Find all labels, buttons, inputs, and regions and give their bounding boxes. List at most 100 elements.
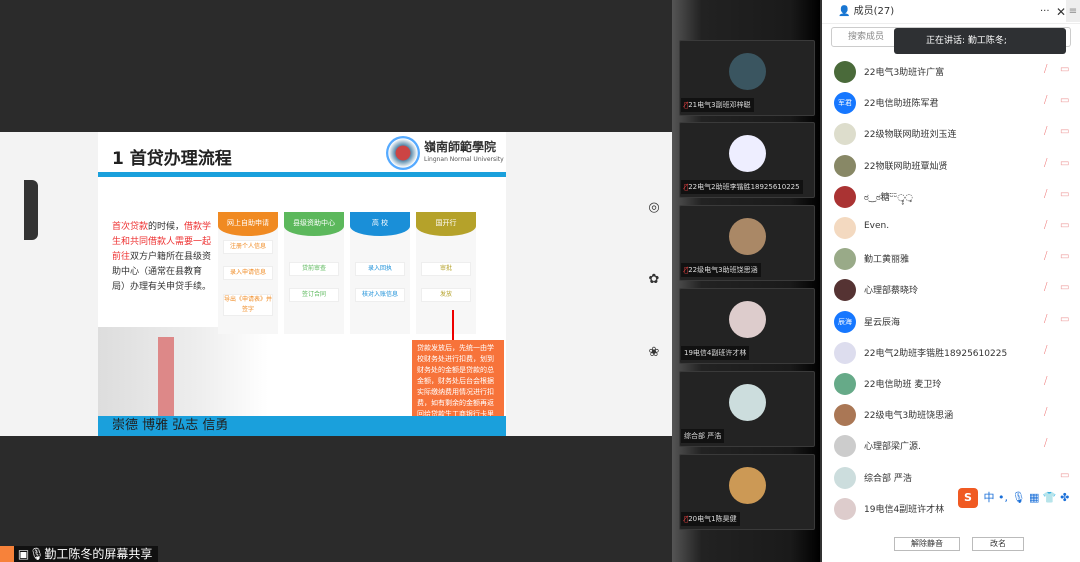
camera-off-icon[interactable]: ▭ [1060, 95, 1070, 107]
mic-muted-icon[interactable]: ⧸ [1044, 313, 1048, 325]
member-item[interactable]: 22电气3助班许广富⧸▭ [834, 58, 1074, 86]
flow-step: 录入回执 [355, 262, 405, 276]
member-name: 心理部梁广源. [864, 442, 921, 453]
campus-tower [158, 337, 174, 417]
mic-muted-icon[interactable]: ⧸ [1044, 438, 1048, 450]
member-item[interactable]: 22物联网助班覃灿贤 ⧸ ▭ [834, 152, 1074, 180]
member-name: 勤工黄丽雅 [864, 255, 910, 266]
video-name: 19电信4副班许才林 [681, 346, 750, 360]
speaking-toast: 正在讲话: 勤工陈冬; [894, 28, 1066, 54]
mic-muted-icon[interactable]: ⧸ [1044, 188, 1048, 200]
member-item[interactable]: 22电气2助班李锴胜18925610225 ⧸ [834, 339, 1074, 367]
screen-share-stage: ◎ ✿ ❀ 1 首贷办理流程 嶺南師範學院 Lingnan Normal Uni… [0, 132, 672, 562]
close-icon[interactable]: ✕ [1056, 5, 1067, 19]
video-tile[interactable]: 综合部 严浩 [679, 371, 815, 447]
campus-photo [98, 327, 268, 417]
mic-icon[interactable]: 🎙 [1011, 491, 1026, 504]
video-tile[interactable]: 19电信4副班许才林 [679, 288, 815, 364]
mic-muted-icon[interactable]: ⧸ [1044, 376, 1048, 387]
member-name: 22级物联网助班刘玉连 [864, 130, 957, 141]
camera-off-icon[interactable]: ▭ [1060, 313, 1070, 325]
flow-column: 县级资助中心贷前审查签订合同 [284, 212, 344, 334]
avatar [834, 123, 856, 146]
settings-icon[interactable]: ❀ [648, 345, 660, 360]
rename-button[interactable]: 改名 [972, 537, 1024, 551]
sogou-logo: S [958, 488, 978, 508]
member-item[interactable]: 22级电气3助班饶思涵 ⧸ [834, 401, 1074, 429]
apps-icon[interactable]: ✤ [1060, 491, 1070, 504]
compass-icon[interactable]: ◎ [648, 200, 660, 215]
camera-off-icon[interactable]: ▭ [1060, 188, 1070, 200]
video-tile[interactable]: 🎙̸20电气1陈昊健 [679, 454, 815, 530]
more-icon[interactable]: ··· [1040, 6, 1050, 17]
camera-off-icon[interactable]: ▭ [1060, 469, 1070, 481]
camera-off-icon[interactable]: ▭ [1060, 220, 1070, 231]
member-item[interactable]: 综合部 严浩 ▭ [834, 464, 1074, 492]
member-name: 22级电气3助班饶思涵 [864, 411, 954, 422]
ime-lang[interactable]: 中 [983, 491, 995, 504]
mic-muted-icon[interactable]: ⧸ [1044, 251, 1048, 263]
mic-muted-icon[interactable]: ⧸ [1044, 95, 1048, 107]
panel-header: 👤 成员(27) ··· ✕ ≡ [822, 0, 1080, 24]
collapse-handle[interactable] [24, 180, 38, 240]
member-item[interactable]: 19电信4副班许才林 [834, 495, 1074, 523]
skin-icon[interactable]: 👕 [1042, 491, 1057, 504]
flow-step: 签订合同 [289, 288, 339, 302]
avatar [834, 185, 856, 208]
camera-off-icon[interactable]: ▭ [1060, 251, 1070, 263]
mic-muted-icon[interactable]: ⧸ [1044, 220, 1048, 231]
member-item[interactable]: ಠ‿ಠ糖ᵕ̈ᵕ̈◌̥̥◌̥⧸▭ [834, 183, 1074, 211]
mic-muted-icon: 🎙̸ [684, 266, 689, 274]
camera-off-icon[interactable]: ▭ [1060, 157, 1070, 169]
arrow [452, 310, 454, 340]
video-tile[interactable]: 🎙̸22电气2助班李锴胜18925610225 [679, 122, 815, 198]
member-item[interactable]: 22级物联网助班刘玉连 ⧸ ▭ [834, 120, 1074, 148]
video-name-label: 22电气2助班李锴胜18925610225 [688, 183, 800, 191]
logo-chinese: 嶺南師範學院 [424, 140, 497, 154]
avatar [729, 135, 766, 172]
camera-off-icon[interactable]: ▭ [1060, 126, 1070, 138]
unmute-button[interactable]: 解除静音 [894, 537, 960, 551]
member-item[interactable]: 辰海星云辰海⧸▭ [834, 308, 1074, 336]
slide-divider [98, 172, 506, 177]
mic-muted-icon[interactable]: ⧸ [1044, 407, 1048, 419]
share-indicator: ▣🎙勤工陈冬的屏幕共享 [0, 546, 159, 562]
member-name: 22物联网助班覃灿贤 [864, 161, 948, 172]
member-item[interactable]: Even.⧸▭ [834, 214, 1074, 242]
video-tile[interactable]: 🎙̸22级电气3助班饶思涵 [679, 205, 815, 281]
member-name: 星云辰海 [864, 317, 901, 328]
member-item[interactable]: 心理部蔡晓玲⧸▭ [834, 276, 1074, 304]
avatar [729, 301, 766, 338]
screen-mic-icon: ▣🎙 [17, 547, 45, 561]
mic-muted-icon[interactable]: ⧸ [1044, 344, 1048, 356]
member-item[interactable]: 心理部梁广源. ⧸ [834, 432, 1074, 460]
mic-muted-icon[interactable]: ⧸ [1044, 64, 1048, 75]
avatar [834, 248, 856, 271]
avatar [729, 467, 766, 504]
keyboard-icon[interactable]: ▦ [1028, 491, 1040, 504]
member-item[interactable]: 22电信助班 麦卫玲⧸ [834, 370, 1074, 398]
video-name-label: 22级电气3助班饶思涵 [688, 266, 758, 274]
video-name-label: 20电气1陈昊健 [688, 515, 737, 523]
video-tile[interactable]: 🎙̸21电气3副班邓梓聪 [679, 40, 815, 116]
ime-punct[interactable]: •, [998, 491, 1008, 504]
flow-column-head: 高 校 [350, 212, 410, 236]
camera-off-icon[interactable]: ▭ [1060, 282, 1070, 294]
flow-step: 核对入账信息 [355, 288, 405, 302]
mic-muted-icon[interactable]: ⧸ [1044, 282, 1048, 294]
member-item[interactable]: 勤工黄丽雅 ⧸ ▭ [834, 245, 1074, 273]
mic-muted-icon[interactable]: ⧸ [1044, 126, 1048, 138]
annotate-icon[interactable]: ✿ [648, 272, 660, 287]
member-name: 22电气2助班李锴胜18925610225 [864, 348, 1008, 359]
member-name: 22电信助班陈军君 [864, 99, 939, 110]
menu-icon[interactable]: ≡ [1066, 0, 1080, 22]
camera-off-icon[interactable]: ▭ [1060, 64, 1070, 75]
member-name: 综合部 严浩 [864, 473, 912, 484]
user-icon [0, 546, 14, 562]
ime-toolbar[interactable]: S 中 •, 🎙 ▦ 👕 ✤ [956, 486, 1080, 510]
video-name-label: 综合部 严浩 [684, 432, 722, 440]
avatar [834, 497, 856, 520]
intro-highlight: 首次贷款 [112, 222, 149, 232]
mic-muted-icon[interactable]: ⧸ [1044, 157, 1048, 169]
